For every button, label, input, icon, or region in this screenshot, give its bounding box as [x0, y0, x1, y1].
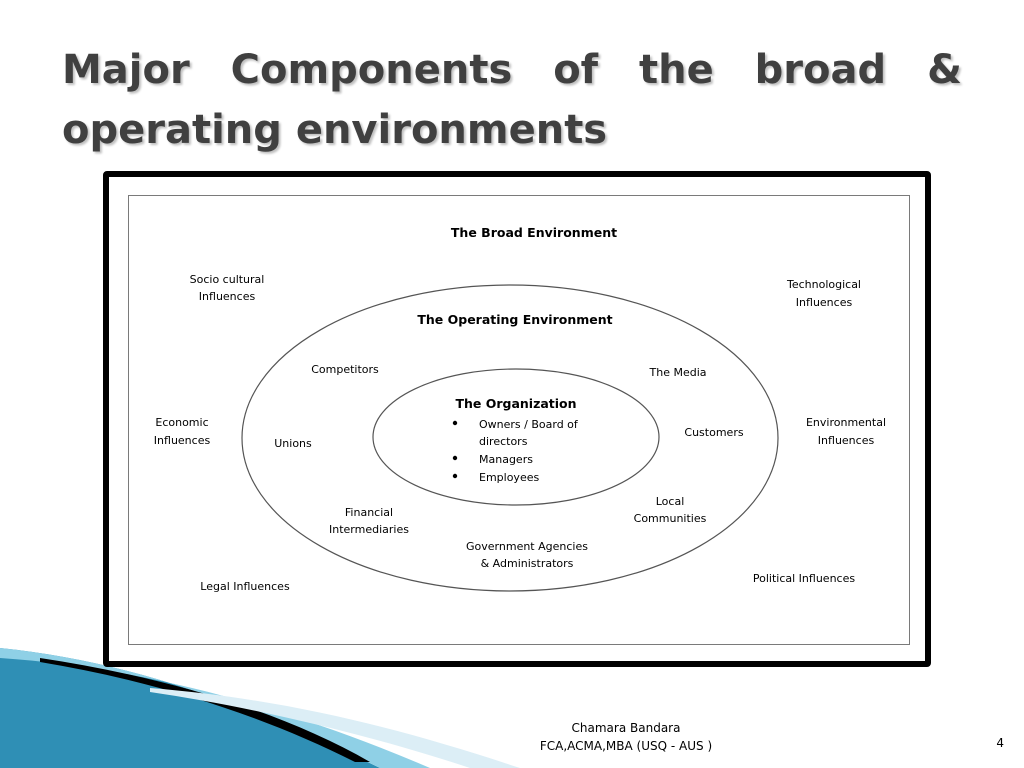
organization-item: Owners / Board of	[479, 418, 579, 431]
operating-environment-ellipse	[241, 284, 779, 592]
diagram-frame	[103, 171, 931, 667]
organization-item: directors	[479, 435, 528, 448]
organization-ellipse	[372, 368, 660, 506]
environmental-label: Influences	[818, 434, 875, 447]
bullet	[452, 473, 458, 479]
financial-label: Financial	[345, 506, 393, 519]
broad-environment-label: The Broad Environment	[451, 225, 617, 240]
media-label: The Media	[649, 366, 707, 379]
footer-author: Chamara Bandara FCA,ACMA,MBA (USQ - AUS …	[526, 719, 726, 755]
competitors-label: Competitors	[311, 363, 379, 376]
local-communities-label: Local	[656, 495, 685, 508]
title-line-1: Major Components of the broad &	[62, 40, 962, 100]
socio-cultural-label: Influences	[199, 290, 256, 303]
diagram-inner-border	[128, 195, 910, 645]
bullet	[452, 455, 458, 461]
title-word: &	[927, 47, 962, 93]
organization-item: Employees	[479, 471, 539, 484]
economic-label: Influences	[154, 434, 211, 447]
swoosh-black-band	[40, 658, 370, 762]
customers-label: Customers	[684, 426, 743, 439]
legal-label: Legal Influences	[200, 580, 290, 593]
unions-label: Unions	[274, 437, 312, 450]
bullet	[452, 420, 458, 426]
operating-environment-label: The Operating Environment	[417, 312, 612, 327]
environmental-label: Environmental	[806, 416, 886, 429]
author-name: Chamara Bandara	[571, 721, 681, 735]
technological-label: Technological	[786, 278, 861, 291]
slide-title: Major Components of the broad & operatin…	[62, 40, 962, 160]
title-word: Components	[230, 47, 513, 93]
technological-label: Influences	[796, 296, 853, 309]
title-line-2: operating environments	[62, 107, 608, 153]
title-word: broad	[754, 47, 887, 93]
financial-label: Intermediaries	[329, 523, 409, 536]
political-label: Political Influences	[753, 572, 855, 585]
swoosh-blue-band	[0, 648, 380, 768]
title-word: of	[553, 47, 599, 93]
title-word: Major	[62, 47, 190, 93]
organization-title: The Organization	[455, 396, 576, 411]
economic-label: Economic	[155, 416, 208, 429]
local-communities-label: Communities	[634, 512, 707, 525]
government-label: & Administrators	[481, 557, 574, 570]
socio-cultural-label: Socio cultural	[190, 273, 265, 286]
swoosh-pale-band	[150, 688, 520, 768]
title-word: the	[639, 47, 714, 93]
organization-item: Managers	[479, 453, 533, 466]
author-credentials: FCA,ACMA,MBA (USQ - AUS )	[539, 739, 713, 753]
page-number: 4	[996, 736, 1004, 750]
government-label: Government Agencies	[466, 540, 588, 553]
